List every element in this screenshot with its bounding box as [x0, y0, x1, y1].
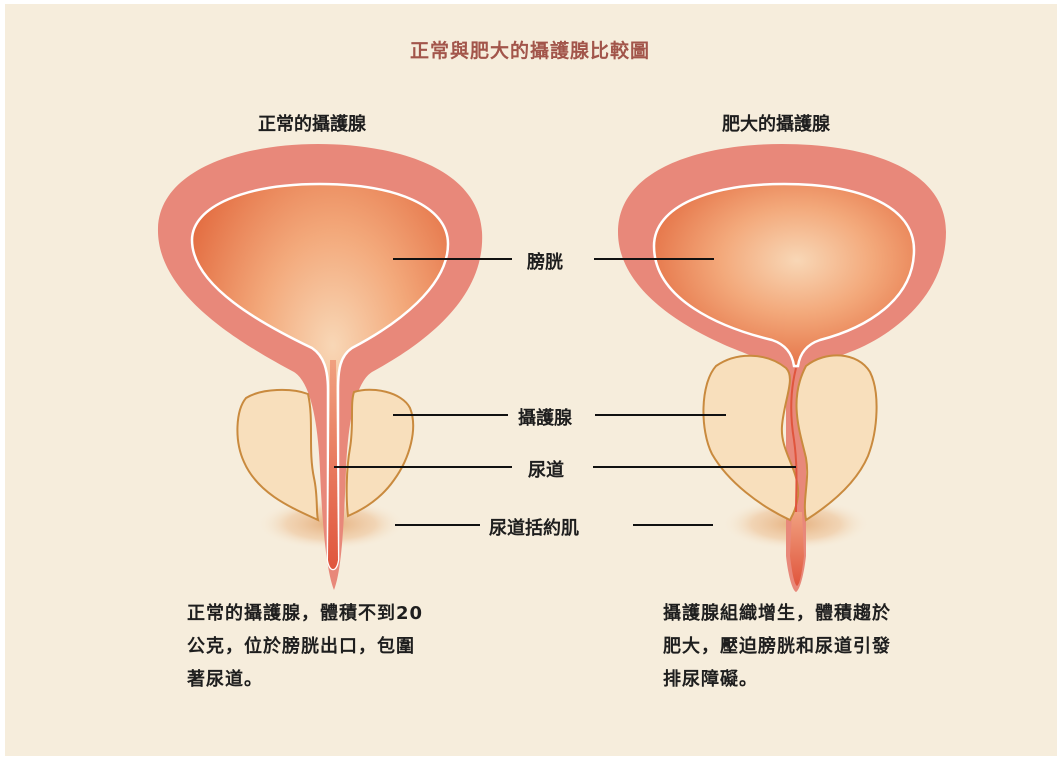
- enlarged-caption: 攝護腺組織增生，體積趨於 肥大，壓迫膀胱和尿道引發 排尿障礙。: [663, 597, 973, 696]
- prostate-lobe-left-1: [237, 390, 318, 520]
- normal-caption-line: 著尿道。: [187, 663, 507, 696]
- normal-caption-line: 公克，位於膀胱出口，包圍: [187, 630, 507, 663]
- enlarged-caption-line: 排尿障礙。: [663, 663, 973, 696]
- normal-caption: 正常的攝護腺，體積不到20 公克，位於膀胱出口，包圍 著尿道。: [187, 597, 507, 696]
- enlarged-caption-line: 攝護腺組織增生，體積趨於: [663, 597, 973, 630]
- label-urethra: 尿道: [528, 456, 564, 482]
- prostate-lobe-right-2: [796, 355, 876, 520]
- label-sphincter: 尿道括約肌: [489, 514, 579, 540]
- normal-heading: 正常的攝護腺: [258, 110, 366, 136]
- label-prostate: 攝護腺: [518, 404, 572, 430]
- enlarged-caption-line: 肥大，壓迫膀胱和尿道引發: [663, 630, 973, 663]
- normal-caption-line: 正常的攝護腺，體積不到20: [187, 597, 507, 630]
- enlarged-heading: 肥大的攝護腺: [722, 110, 830, 136]
- prostate-lobe-right-1: [703, 356, 798, 520]
- normal-diagram: [158, 144, 482, 590]
- label-bladder: 膀胱: [527, 248, 563, 274]
- figure-title: 正常與肥大的攝護腺比較圖: [0, 36, 1060, 63]
- prostate-lobe-left-2: [347, 390, 413, 516]
